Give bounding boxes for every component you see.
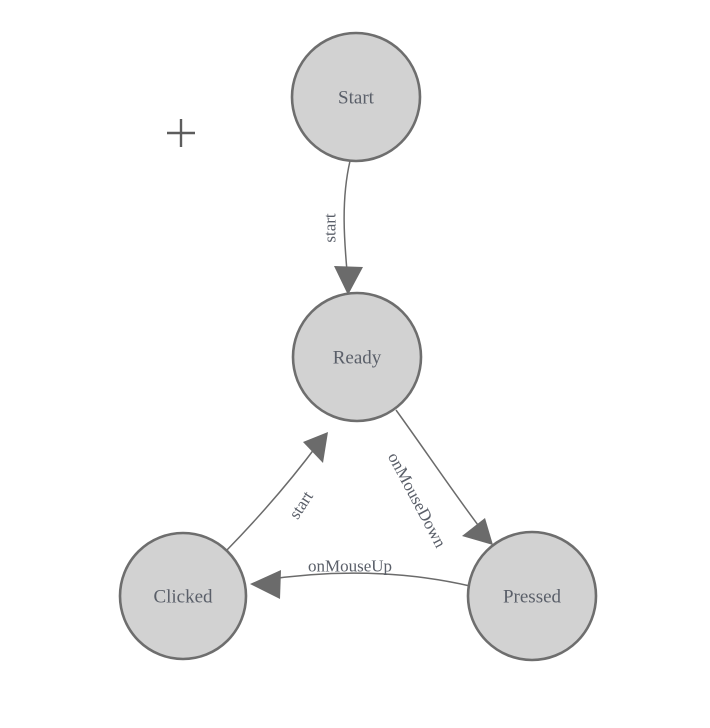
edge-label-clicked-to-ready: start [285,487,317,522]
node-ready[interactable]: Ready [291,291,423,423]
edge-ready-to-pressed[interactable] [395,409,493,545]
edge-path-ready-to-pressed [395,409,485,534]
nodes-layer: Start Ready Clicked Pressed [118,31,598,662]
arrowhead-ready-to-pressed [462,518,493,545]
node-clicked-circle[interactable] [118,531,248,661]
arrowhead-pressed-to-clicked [250,570,281,599]
edge-path-clicked-to-ready [225,443,319,552]
edges-layer [225,160,493,599]
edge-start-to-ready[interactable] [334,160,363,295]
node-pressed-circle[interactable] [466,530,598,662]
node-start-circle[interactable] [290,31,422,163]
arrowhead-start-to-ready [334,266,363,295]
node-ready-circle[interactable] [291,291,423,423]
edge-path-start-to-ready [343,160,351,283]
crosshair-icon [167,119,195,147]
node-start[interactable]: Start [290,31,422,163]
edge-path-pressed-to-clicked [263,572,471,587]
edge-pressed-to-clicked[interactable] [250,570,471,599]
edge-label-ready-to-pressed: onMouseDown [384,449,450,551]
arrowhead-clicked-to-ready [303,432,328,463]
node-pressed[interactable]: Pressed [466,530,598,662]
edge-clicked-to-ready[interactable] [225,432,328,552]
node-clicked[interactable]: Clicked [118,531,248,661]
edge-label-start-to-ready: start [321,213,340,243]
